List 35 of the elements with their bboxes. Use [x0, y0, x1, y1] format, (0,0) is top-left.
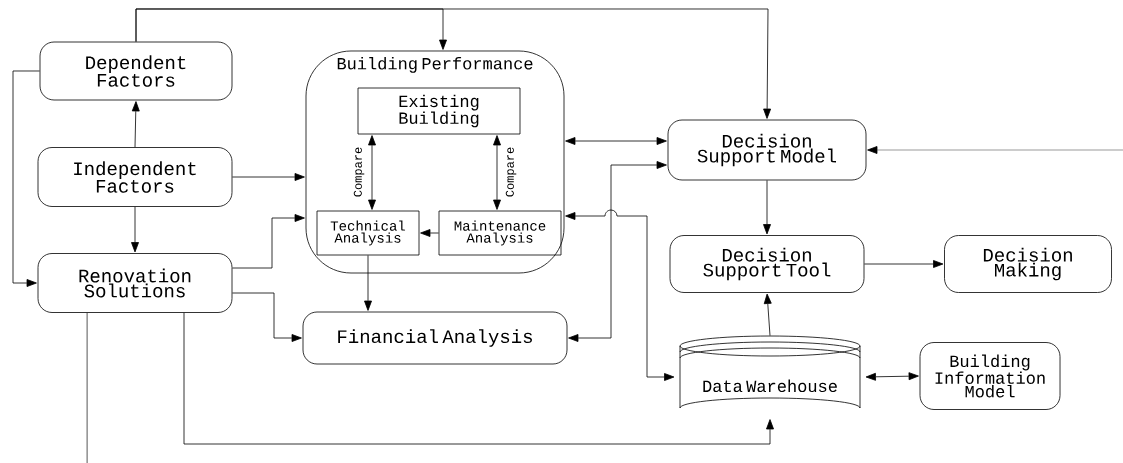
arrow [763, 180, 771, 235]
edge-label: Compare [352, 145, 366, 199]
rectangle-box: Existing Building [357, 87, 521, 135]
arrow [232, 292, 302, 342]
arrow [135, 8, 772, 119]
rounded-box: Decision Making [944, 235, 1112, 293]
rounded-box: Building Information Model [919, 342, 1061, 410]
arrow [12, 70, 40, 287]
arrow [763, 293, 772, 336]
rounded-box: Renovation Solutions [37, 253, 233, 313]
rectangle-box: Maintenance Analysis [438, 210, 562, 256]
arrow [420, 229, 439, 237]
arrow [364, 255, 372, 311]
arrow [568, 161, 667, 342]
rounded-box: Independent Factors [37, 147, 233, 207]
arrow [565, 209, 675, 381]
arrow [232, 173, 305, 181]
connector-line [86, 312, 88, 463]
arrow [131, 101, 140, 148]
rectangle-box: Technical Analysis [316, 210, 420, 256]
arrow [183, 312, 774, 445]
node-label: Data Warehouse [703, 379, 837, 393]
edge-label: Compare [504, 145, 518, 199]
arrow [131, 206, 139, 253]
arrow [493, 135, 501, 210]
arrow [565, 137, 667, 145]
arrow [864, 260, 944, 268]
arrow [368, 135, 376, 210]
arrow [232, 214, 305, 269]
rounded-box: Financial Analysis [302, 311, 568, 365]
arrow [865, 372, 919, 381]
database-cylinder: Data Warehouse [679, 335, 861, 409]
rounded-box: Decision Support Tool [669, 235, 865, 293]
rounded-box: Decision Support Model [667, 119, 867, 181]
rounded-box: Dependent Factors [39, 41, 233, 101]
